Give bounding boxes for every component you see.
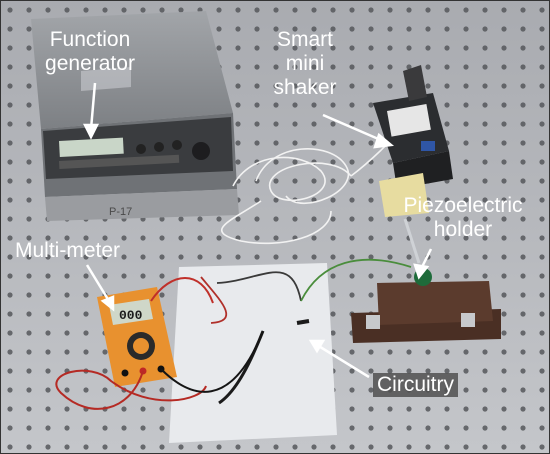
- multimeter-leads: [55, 277, 264, 410]
- multimeter-device: [97, 287, 177, 387]
- smart-mini-shaker-label: Smart mini shaker: [267, 28, 343, 100]
- function-generator-label: Function generator: [31, 28, 149, 76]
- function-generator-label-line1: Function: [49, 28, 131, 51]
- piezoelectric-holder-device: [351, 268, 501, 343]
- label-arrows: [82, 82, 433, 379]
- multi-meter-label: Multi-meter: [15, 239, 121, 262]
- multimeter-display: 000: [119, 308, 143, 323]
- piezoelectric-holder-label-line1: Piezoelectric: [403, 194, 523, 217]
- smart-mini-shaker-label-line3: shaker: [273, 76, 337, 99]
- function-generator-label-line2: generator: [45, 52, 135, 75]
- white-cable: [220, 128, 402, 245]
- generator-tag: P-17: [109, 206, 132, 218]
- piezoelectric-holder-label-line2: holder: [433, 218, 493, 241]
- smart-mini-shaker-label-line2: mini: [285, 52, 325, 75]
- piezoelectric-holder-label: Piezoelectric holder: [393, 194, 533, 242]
- circuitry-label: Circuitry: [373, 373, 458, 397]
- smart-mini-shaker-label-line1: Smart: [276, 28, 333, 51]
